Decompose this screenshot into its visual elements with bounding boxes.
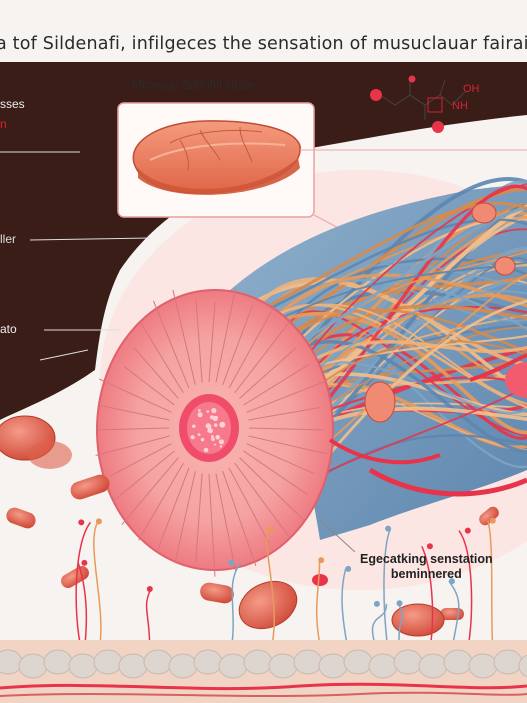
left-label-top: sses <box>0 97 25 111</box>
molecule-oh-label: OH <box>463 83 480 95</box>
tissue-base <box>0 640 527 703</box>
diagram-title: a tof Sildenafi, infilgeces the sensatio… <box>0 34 527 54</box>
nodule <box>471 202 497 224</box>
floating-pills <box>0 415 499 637</box>
molecule-icon <box>379 79 466 120</box>
muscle-cross-section <box>95 287 334 577</box>
left-label-middle: ller <box>0 232 17 246</box>
sensation-label: Egecatking senstation beminnered <box>360 552 493 582</box>
nodule <box>494 256 516 276</box>
sensation-label-line1: Egecatking senstation <box>360 552 493 566</box>
inset-label: Micosup Sildnfill citate <box>132 78 255 92</box>
left-label-top-red: n <box>0 117 7 131</box>
sensation-label-line2: beminnered <box>390 567 462 581</box>
vessels <box>328 353 527 497</box>
nodule <box>505 362 527 398</box>
left-label-lower: ato <box>0 322 17 336</box>
nodule <box>364 381 396 423</box>
molecule-nh-label: NH <box>452 100 468 112</box>
